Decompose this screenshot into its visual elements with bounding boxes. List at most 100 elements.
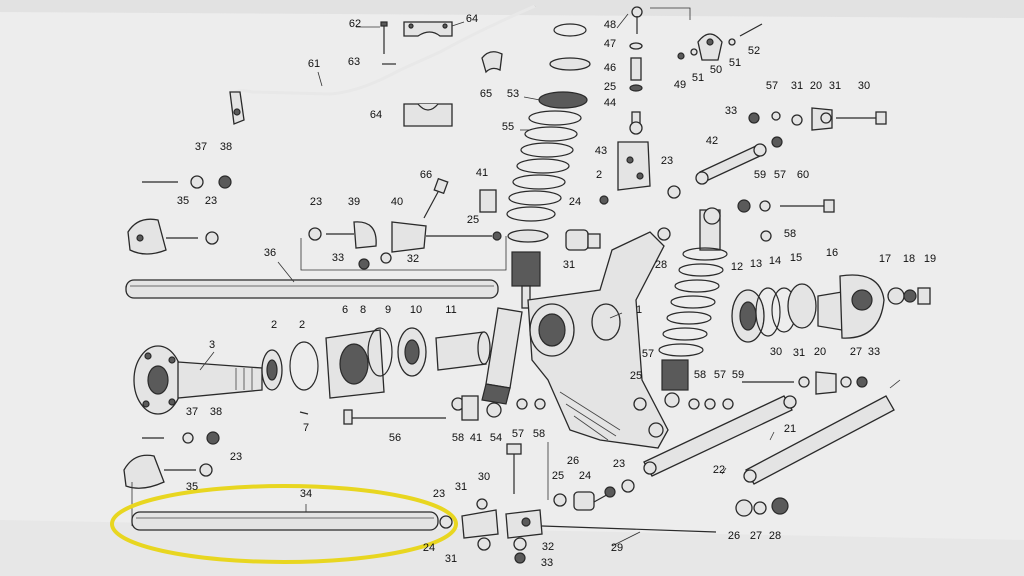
part-label-21: 21 xyxy=(784,423,796,435)
bolt-30-mid xyxy=(742,371,901,395)
part-label-23: 23 xyxy=(310,196,322,208)
part-label-57: 57 xyxy=(512,428,524,440)
part-label-25: 25 xyxy=(552,470,564,482)
part-label-31: 31 xyxy=(445,553,457,565)
part-label-31: 31 xyxy=(791,80,803,92)
part-label-58: 58 xyxy=(452,432,464,444)
bearing-stack-left xyxy=(261,327,491,399)
part-label-34: 34 xyxy=(300,488,312,500)
part-label-41: 41 xyxy=(470,432,482,444)
part-label-52: 52 xyxy=(748,45,760,57)
part-label-54: 54 xyxy=(490,432,502,444)
bolt-30-lower xyxy=(506,443,522,494)
rod-29 xyxy=(505,509,717,539)
torsion-tube-34 xyxy=(131,511,453,531)
part-label-13: 13 xyxy=(750,258,762,270)
trailing-arm-1 xyxy=(527,231,669,449)
part-label-24: 24 xyxy=(423,542,435,554)
part-label-60: 60 xyxy=(797,169,809,181)
eye-bracket-43 xyxy=(617,141,651,191)
part-label-30: 30 xyxy=(858,80,870,92)
part-label-2: 2 xyxy=(299,319,305,331)
part-label-35: 35 xyxy=(177,195,189,207)
anti-roll-bar xyxy=(229,4,536,125)
bush-41-upper xyxy=(479,189,497,213)
mount-bracket-35-upper xyxy=(127,218,219,255)
part-label-61: 61 xyxy=(308,58,320,70)
stud-37-lower xyxy=(142,431,220,445)
part-label-49: 49 xyxy=(674,79,686,91)
part-label-37: 37 xyxy=(195,141,207,153)
part-label-38: 38 xyxy=(220,141,232,153)
part-label-58: 58 xyxy=(784,228,796,240)
part-label-37: 37 xyxy=(186,406,198,418)
part-label-51: 51 xyxy=(692,72,704,84)
wheel-hub-stub-3 xyxy=(133,345,263,415)
part-label-57: 57 xyxy=(714,369,726,381)
washers-58-57-59 xyxy=(688,398,734,410)
bolt-60 xyxy=(737,199,835,213)
part-label-46: 46 xyxy=(604,62,616,74)
part-label-43: 43 xyxy=(595,145,607,157)
part-label-30: 30 xyxy=(478,471,490,483)
part-label-31: 31 xyxy=(563,259,575,271)
bar-bush xyxy=(481,51,503,74)
part-label-25: 25 xyxy=(630,370,642,382)
part-label-2: 2 xyxy=(271,319,277,331)
hub-assembly-right xyxy=(731,274,931,343)
part-label-65: 65 xyxy=(480,88,492,100)
part-label-12: 12 xyxy=(731,261,743,273)
part-label-55: 55 xyxy=(502,121,514,133)
part-label-62: 62 xyxy=(349,18,361,30)
part-label-50: 50 xyxy=(710,64,722,76)
leader-lines xyxy=(199,7,775,547)
part-label-23: 23 xyxy=(433,488,445,500)
part-label-6: 6 xyxy=(342,304,348,316)
part-label-41: 41 xyxy=(476,167,488,179)
part-label-32: 32 xyxy=(542,541,554,553)
eye-50 xyxy=(677,23,763,61)
part-label-3: 3 xyxy=(209,339,215,351)
part-label-33: 33 xyxy=(725,105,737,117)
bolt-56 xyxy=(343,395,546,425)
part-label-29: 29 xyxy=(611,542,623,554)
part-label-36: 36 xyxy=(264,247,276,259)
part-label-57: 57 xyxy=(642,348,654,360)
bar-clamp-bottom xyxy=(403,103,453,127)
part-label-7: 7 xyxy=(303,422,309,434)
part-label-33: 33 xyxy=(868,346,880,358)
part-label-40: 40 xyxy=(391,196,403,208)
part-label-8: 8 xyxy=(360,304,366,316)
part-label-47: 47 xyxy=(604,38,616,50)
part-label-33: 33 xyxy=(541,557,553,569)
part-label-56: 56 xyxy=(389,432,401,444)
bush-group-24 xyxy=(565,185,681,251)
rod-end-group xyxy=(300,221,507,271)
part-label-16: 16 xyxy=(826,247,838,259)
part-label-64: 64 xyxy=(370,109,382,121)
part-label-10: 10 xyxy=(410,304,422,316)
bracket-cluster-31 xyxy=(461,498,527,564)
mount-bracket-35-lower xyxy=(123,454,213,526)
part-label-25: 25 xyxy=(604,81,616,93)
washer-58-top xyxy=(760,230,772,242)
part-label-19: 19 xyxy=(924,253,936,265)
part-label-38: 38 xyxy=(210,406,222,418)
part-label-9: 9 xyxy=(385,304,391,316)
bolt-30-top xyxy=(748,107,887,131)
part-label-23: 23 xyxy=(661,155,673,167)
rod-22 xyxy=(643,395,797,477)
stud-37-upper xyxy=(142,175,232,189)
part-label-15: 15 xyxy=(790,252,802,264)
highlight-ellipse xyxy=(110,484,458,564)
part-label-27: 27 xyxy=(750,530,762,542)
part-label-44: 44 xyxy=(604,97,616,109)
part-label-18: 18 xyxy=(903,253,915,265)
pin-7 xyxy=(299,411,309,415)
part-label-42: 42 xyxy=(706,135,718,147)
part-label-31: 31 xyxy=(829,80,841,92)
part-label-25: 25 xyxy=(467,214,479,226)
rod-21 xyxy=(743,395,895,485)
